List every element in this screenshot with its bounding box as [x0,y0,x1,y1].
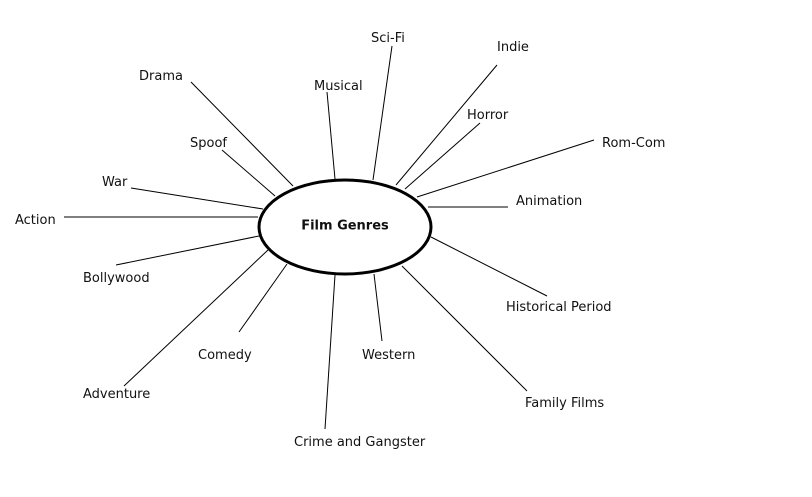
genre-label-horror: Horror [467,108,509,123]
spoke-musical [326,91,336,180]
spoke-horror [404,122,481,190]
genre-labels: Sci-Fi Indie Drama Musical Horror Spoof … [15,31,665,450]
genre-label-indie: Indie [497,40,529,55]
center-node [257,178,433,276]
spoke-rom-com [416,139,595,198]
spoke-historical-period [430,236,548,297]
genre-label-rom-com: Rom-Com [602,136,665,151]
genre-label-crime-and-gangster: Crime and Gangster [294,435,426,450]
genre-label-historical-period: Historical Period [506,300,612,315]
genre-label-spoof: Spoof [190,136,227,151]
genre-label-family-films: Family Films [525,396,604,411]
genre-label-western: Western [362,348,415,363]
spoke-crime-and-gangster [324,274,336,430]
spoke-sci-fi [372,45,393,181]
spoke-adventure [123,249,269,387]
genre-label-drama: Drama [139,69,183,84]
spoke-western [373,273,383,342]
spoke-bollywood [115,235,260,266]
spoke-comedy [238,263,288,333]
genre-label-adventure: Adventure [83,387,150,402]
spoke-war [130,187,264,210]
genre-label-musical: Musical [314,79,363,94]
spoke-indie [395,64,498,186]
genre-label-action: Action [15,213,56,228]
spoke-spoof [221,149,276,197]
spoke-lines [64,45,595,430]
center-label: Film Genres [301,219,389,234]
spoke-family-films [401,265,528,392]
genre-label-war: War [102,175,128,190]
spoke-drama [190,81,294,187]
genre-label-comedy: Comedy [198,348,252,363]
genre-label-animation: Animation [516,194,582,209]
genre-label-sci-fi: Sci-Fi [371,31,405,46]
genre-label-bollywood: Bollywood [83,271,150,286]
